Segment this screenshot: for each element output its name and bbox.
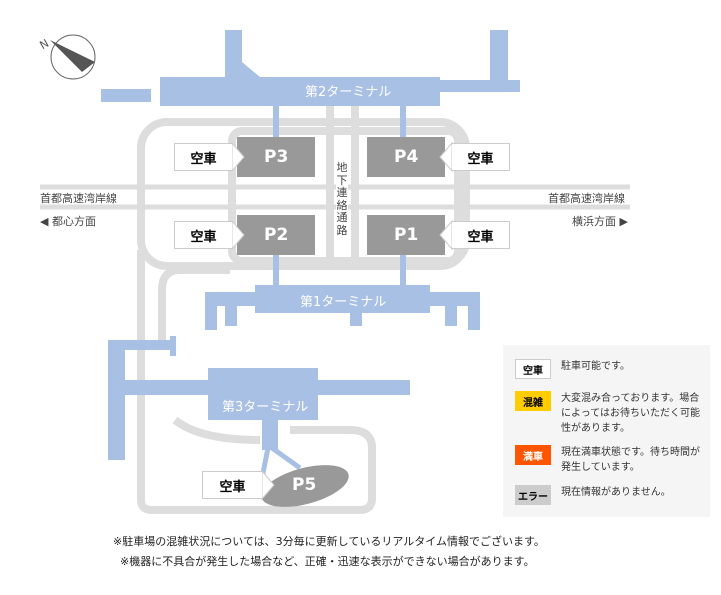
legend-text: 現在満車状態です。待ち時間が発生しています。 xyxy=(561,447,700,473)
status-arrows xyxy=(231,141,453,501)
terminal-2-label: 第2ターミナル xyxy=(305,85,392,100)
parking-p4[interactable]: P4 xyxy=(394,147,419,167)
note-disclaimer: ※機器に不具合が発生した場合など、正確・迅速な表示ができない場合があります。 xyxy=(120,555,535,568)
parking-p2[interactable]: P2 xyxy=(264,225,289,245)
terminal-1-label: 第1ターミナル xyxy=(300,295,387,310)
legend-item-full: 満車 現在満車状態です。待ち時間が発生しています。 xyxy=(515,445,706,475)
legend-panel: 空車 駐車可能です。 混雑 大変混み合っております。場合によってはお待ちいただく… xyxy=(503,345,710,517)
legend-item-vacant: 空車 駐車可能です。 xyxy=(515,359,706,379)
terminal-3-label: 第3ターミナル xyxy=(222,400,309,415)
compass-icon: N xyxy=(38,34,96,80)
svg-text:N: N xyxy=(38,37,52,52)
parking-p3[interactable]: P3 xyxy=(264,147,289,167)
parking-p1[interactable]: P1 xyxy=(394,225,419,245)
highway-label-right: 首都高速湾岸線 xyxy=(548,192,625,205)
terminal-shapes xyxy=(101,30,520,460)
legend-text: 大変混み合っております。場合によってはお待ちいただく可能性があります。 xyxy=(561,393,700,434)
underground-passage-label: 地下連絡通路 xyxy=(336,161,348,237)
highway-label-left: 首都高速湾岸線 xyxy=(40,192,117,205)
direction-yokohama: 横浜方面 ▶ xyxy=(572,215,628,228)
direction-tokyo: ◀ 都心方面 xyxy=(40,215,96,228)
badge-error: エラー xyxy=(515,485,551,505)
status-p3: 空車 xyxy=(174,143,232,171)
status-p5: 空車 xyxy=(202,471,262,499)
status-p1: 空車 xyxy=(452,221,510,249)
status-p2: 空車 xyxy=(174,221,232,249)
parking-p5[interactable]: P5 xyxy=(292,475,317,495)
roads xyxy=(137,106,470,514)
highway xyxy=(40,184,630,210)
badge-crowded: 混雑 xyxy=(515,391,551,411)
parking-shapes xyxy=(237,137,445,507)
legend-text: 駐車可能です。 xyxy=(561,361,630,372)
legend-item-crowded: 混雑 大変混み合っております。場合によってはお待ちいただく可能性があります。 xyxy=(515,391,706,436)
badge-vacant: 空車 xyxy=(515,359,551,379)
legend-text: 現在情報がありません。 xyxy=(561,487,671,498)
note-realtime: ※駐車場の混雑状況については、3分毎に更新しているリアルタイム情報でございます。 xyxy=(113,535,545,548)
legend-item-error: エラー 現在情報がありません。 xyxy=(515,485,706,505)
badge-full: 満車 xyxy=(515,445,551,465)
status-p4: 空車 xyxy=(452,143,510,171)
